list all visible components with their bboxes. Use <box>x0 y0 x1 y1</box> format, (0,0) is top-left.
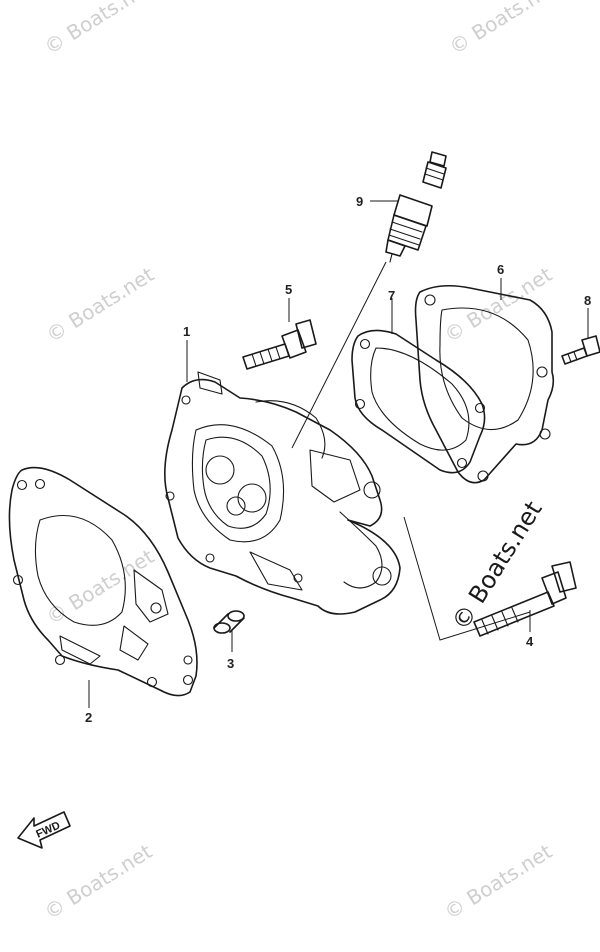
watermark-lower-left: © Boats.net <box>42 544 158 629</box>
callout-8: 8 <box>584 293 591 308</box>
gasket-icon <box>351 329 486 474</box>
callout-7: 7 <box>388 288 395 303</box>
watermark-bottom-right: © Boats.net <box>440 839 556 924</box>
watermark-mid-left: © Boats.net <box>42 262 158 347</box>
callout-1: 1 <box>183 324 190 339</box>
callout-6: 6 <box>497 262 504 277</box>
cylinder-head-icon <box>164 371 401 615</box>
watermarks: © Boats.net © Boats.net © Boats.net © Bo… <box>40 0 561 924</box>
callout-4: 4 <box>526 634 534 649</box>
cover-plate-icon <box>414 284 555 484</box>
callout-labels: 1 2 3 4 5 6 7 8 9 <box>85 194 591 725</box>
bolt-icon <box>242 319 317 370</box>
callout-2: 2 <box>85 710 92 725</box>
watermark-top-left: © Boats.net <box>40 0 156 59</box>
watermark-top-right: © Boats.net <box>445 0 561 59</box>
long-bolt-icon <box>473 561 577 637</box>
callout-3: 3 <box>227 656 234 671</box>
spark-plug-icon <box>385 151 447 263</box>
head-gasket-icon <box>8 466 198 697</box>
callout-5: 5 <box>285 282 292 297</box>
watermark-bottom-left: © Boats.net <box>40 839 156 924</box>
dowel-pin-icon <box>213 610 245 634</box>
leader-lines <box>88 200 589 708</box>
forward-arrow-icon: FWD <box>17 811 71 849</box>
callout-9: 9 <box>356 194 363 209</box>
small-bolt-icon <box>561 335 600 365</box>
forward-label: FWD <box>34 820 62 841</box>
